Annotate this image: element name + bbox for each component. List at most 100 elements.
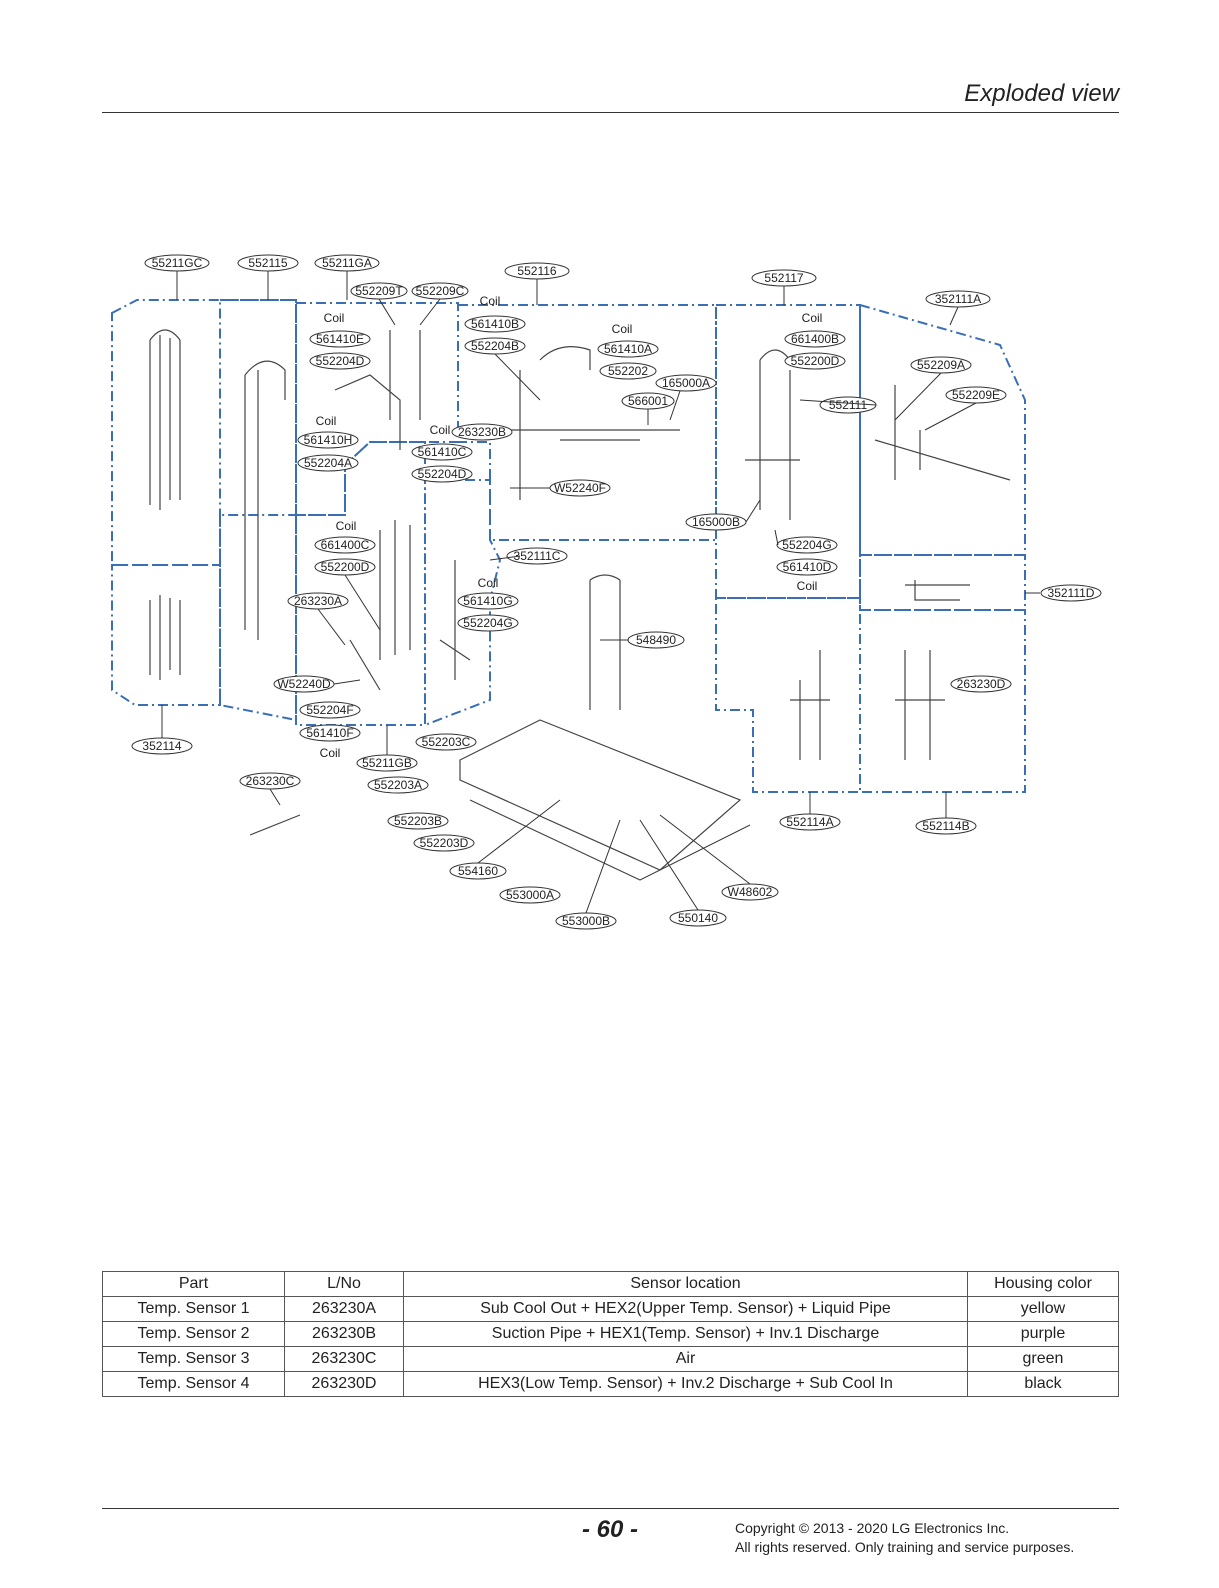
callout-label: 552115 [248,256,287,270]
callout-552203A: 552203A [367,776,429,794]
callout-552111: 552111 [819,396,877,414]
coil-label: Coil [802,311,823,325]
callout-label: 165000A [662,376,710,390]
callout-552209C: 552209C [411,282,469,300]
coil-labels: Coil Coil Coil Coil Coil Coil Coil Coil … [316,294,823,760]
callout-548490: 548490 [627,631,685,649]
table-cell: HEX3(Low Temp. Sensor) + Inv.2 Discharge… [403,1371,968,1397]
callout-552203C: 552203C [415,733,477,751]
callout-552209T: 552209T [350,282,408,300]
callout-label: 352111D [1048,586,1095,600]
table-cell: Temp. Sensor 3 [102,1346,285,1372]
callout-label: 552202 [608,364,648,378]
callout-552209E: 552209E [945,386,1007,404]
callout-label: 352114 [142,739,181,753]
callouts: 55211GC 552115 55211GA 552116 552117 352… [131,254,1102,930]
callout-label: 552204G [463,616,512,630]
callout-label: W52240F [554,481,606,495]
callout-label: 661400C [321,538,370,552]
callout-label: 552114B [922,819,969,833]
callout-label: 550140 [678,911,718,925]
callout-label: 552209A [917,358,965,372]
callout-561410G: 561410G [457,592,519,610]
callout-55211GC: 55211GC [144,254,210,272]
callout-label: 548490 [636,633,676,647]
rights-line: All rights reserved. Only training and s… [735,1539,1075,1555]
coil-label: Coil [324,311,345,325]
column-header-sensor-location: Sensor location [403,1271,968,1297]
callout-label: 165000B [692,515,740,529]
callout-label: 561410F [306,726,353,740]
callout-352111A: 352111A [925,290,991,308]
callout-561410C: 561410C [411,443,473,461]
callout-552117: 552117 [751,269,817,287]
table-cell: Temp. Sensor 1 [102,1296,285,1322]
footer-rule [102,1508,1119,1509]
callout-label: 552204F [306,703,353,717]
callout-label: 552200D [321,560,370,574]
callout-552204D: 552204D [309,352,371,370]
table-cell: Temp. Sensor 4 [102,1371,285,1397]
component-line-art [149,329,1011,881]
coil-label: Coil [478,576,499,590]
callout-label: 552203A [374,778,422,792]
coil-label: Coil [336,519,357,533]
callout-552202: 552202 [599,362,657,380]
callout-552114B: 552114B [915,817,977,835]
callout-label: 566001 [628,394,668,408]
callout-561410H: 561410H [297,431,359,449]
callout-352111C: 352111C [506,547,568,565]
callout-label: 561410C [418,445,467,459]
callout-label: 263230A [294,594,342,608]
callout-label: 553000B [562,914,610,928]
callout-label: 552204A [304,456,352,470]
callout-263230C: 263230C [239,772,301,790]
callout-label: 561410H [304,433,353,447]
callout-label: W48602 [728,885,773,899]
callout-label: 561410G [463,594,512,608]
coil-label: Coil [316,414,337,428]
callout-552115: 552115 [237,254,299,272]
callout-552204F: 552204F [299,701,361,719]
callout-label: 661400B [791,332,839,346]
column-header-part: Part [102,1271,285,1297]
callout-561410B: 561410B [464,315,526,333]
callout-263230A: 263230A [287,592,349,610]
coil-label: Coil [320,746,341,760]
callout-561410E: 561410E [309,330,371,348]
callout-552204G: 552204G [776,536,838,554]
callout-label: 352111A [935,292,981,306]
callout-552203D: 552203D [413,834,475,852]
callout-553000B: 553000B [555,912,617,930]
coil-label: Coil [612,322,633,336]
callout-263230B: 263230B [451,423,513,441]
callout-553000A: 553000A [499,886,561,904]
table-cell: Suction Pipe + HEX1(Temp. Sensor) + Inv.… [403,1321,968,1347]
table-cell: yellow [967,1296,1119,1322]
callout-label: 553000A [506,888,554,902]
callout-W48602: W48602 [721,883,779,901]
callout-label: 552209T [355,284,403,298]
callout-label: 55211GA [322,256,372,270]
callout-561410F: 561410F [299,724,361,742]
callout-label: 552204D [418,467,467,481]
callout-label: 552204B [471,339,519,353]
callout-label: 552203C [422,735,471,749]
callout-label: 554160 [458,864,498,878]
callout-label: 552203D [420,836,469,850]
callout-label: 552204D [316,354,365,368]
callout-552204G-2: 552204G [457,614,519,632]
table-row: Temp. Sensor 2 263230B Suction Pipe + HE… [102,1321,1119,1347]
callout-label: 552117 [764,271,803,285]
column-header-lno: L/No [284,1271,404,1297]
table-row: Temp. Sensor 1 263230A Sub Cool Out + HE… [102,1296,1119,1322]
callout-352114: 352114 [131,737,193,755]
callout-55211GA: 55211GA [314,254,380,272]
callout-554160: 554160 [449,862,507,880]
callout-352111D: 352111D [1040,584,1102,602]
callout-label: 561410E [316,332,364,346]
callout-label: W52240D [277,677,331,691]
callout-label: 55211GB [362,756,412,770]
callout-552200D: 552200D [784,352,846,370]
callout-566001: 566001 [621,392,675,410]
